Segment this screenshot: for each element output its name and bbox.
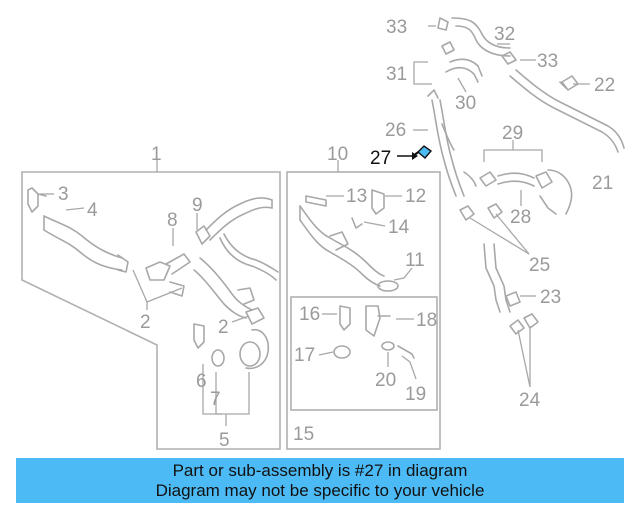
banner-line-2: Diagram may not be specific to your vehi… [155,481,485,500]
callout-27: 27 [370,148,391,169]
callout-23: 23 [540,287,561,308]
callout-15: 15 [293,424,314,445]
callout-33: 33 [537,51,558,72]
callout-11: 11 [405,250,425,271]
leader-lines [40,25,590,426]
callout-30: 30 [455,93,476,114]
callout-13: 13 [346,186,367,207]
callout-8: 8 [167,210,178,231]
callout-numbers: 1 2 2 3 4 5 6 7 8 9 10 11 12 13 14 15 16… [58,17,615,451]
arrow-27-head [412,152,418,160]
callout-2: 2 [140,312,151,333]
callout-31: 31 [386,64,407,85]
callout-4: 4 [87,200,98,221]
callout-5: 5 [219,430,230,451]
callout-12: 12 [405,186,426,207]
callout-29: 29 [502,123,523,144]
callout-18: 18 [416,310,437,331]
part-drawings [27,17,625,370]
callout-14: 14 [388,217,410,238]
callout-6: 6 [196,371,207,392]
callout-21: 21 [592,173,613,194]
callout-7: 7 [210,389,221,410]
callout-2: 2 [218,317,229,338]
callout-32: 32 [494,24,515,45]
group-box-15 [290,296,438,411]
callout-3: 3 [58,184,69,205]
callout-16: 16 [299,304,320,325]
callout-26: 26 [385,120,406,141]
callout-19: 19 [405,384,426,405]
callout-10: 10 [327,144,348,165]
callout-20: 20 [375,370,396,391]
callout-24: 24 [519,390,541,411]
callout-25: 25 [529,255,550,276]
banner-line-1: Part or sub-assembly is #27 in diagram [172,461,468,480]
group-box-10 [286,171,441,450]
callout-33: 33 [386,17,407,38]
callout-17: 17 [294,345,315,366]
callout-22: 22 [594,75,615,96]
callout-28: 28 [510,207,531,228]
callout-9: 9 [192,195,203,216]
info-banner: Part or sub-assembly is #27 in diagram D… [16,458,624,503]
group-box-1 [21,171,281,450]
callout-1: 1 [151,144,162,165]
